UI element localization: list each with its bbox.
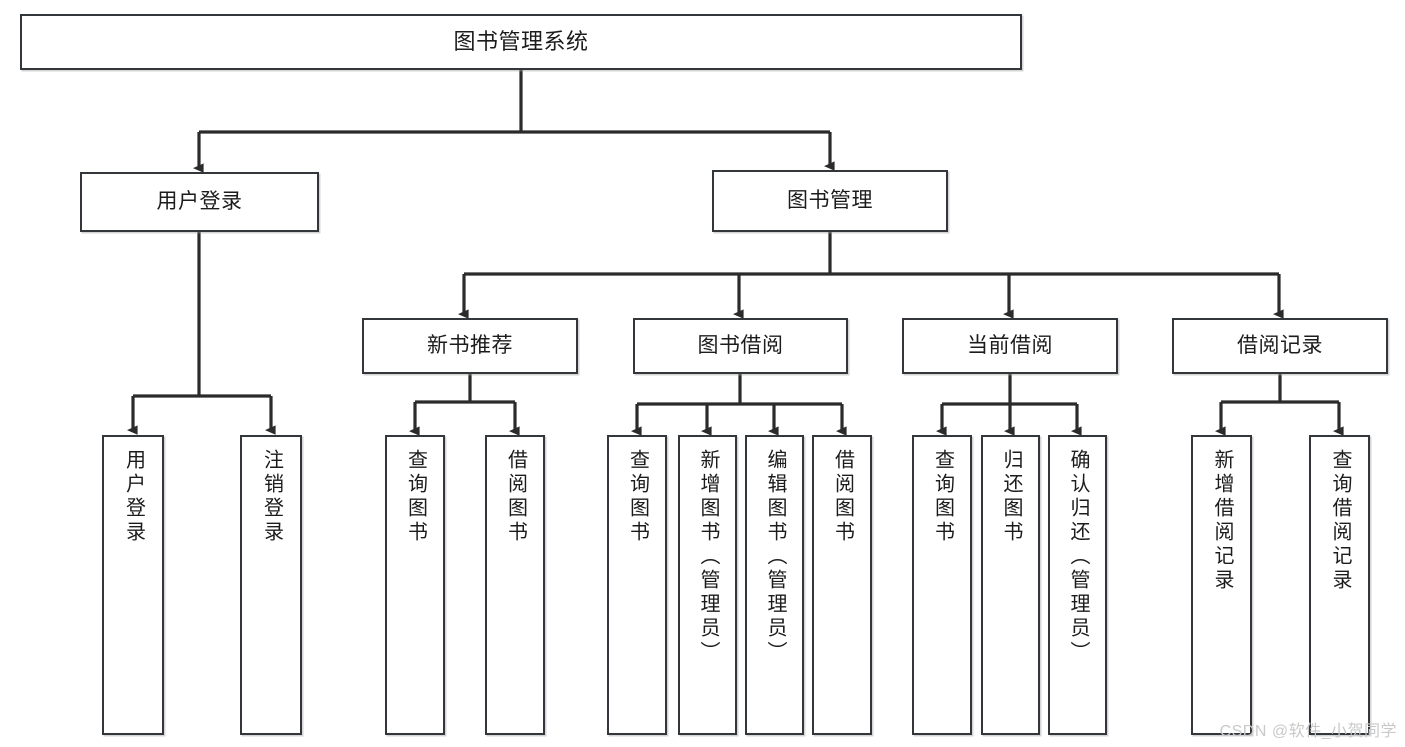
- node-label: 借阅记录: [1237, 333, 1323, 357]
- node-label: 注销登录: [260, 449, 283, 545]
- node-root-system[interactable]: 图书管理系统: [20, 14, 1022, 70]
- node-label: 借阅图书: [504, 449, 527, 545]
- node-label: 归还图书: [1000, 449, 1022, 545]
- node-label: 新书推荐: [427, 333, 513, 357]
- leaf-user-login[interactable]: 用户登录: [102, 435, 164, 735]
- node-borrow-record[interactable]: 借阅记录: [1172, 318, 1388, 374]
- leaf-confirm-return-admin[interactable]: 确认归还（管理员）: [1048, 435, 1107, 735]
- node-book-borrow[interactable]: 图书借阅: [633, 318, 848, 374]
- node-book-manage[interactable]: 图书管理: [712, 170, 948, 232]
- node-current-borrow[interactable]: 当前借阅: [902, 318, 1118, 374]
- node-user-login[interactable]: 用户登录: [80, 172, 319, 232]
- leaf-edit-book-admin[interactable]: 编辑图书（管理员）: [745, 435, 804, 735]
- node-label: 查询借阅记录: [1329, 449, 1351, 593]
- node-label: 用户登录: [122, 449, 145, 545]
- node-label: 编辑图书（管理员）: [764, 449, 786, 665]
- leaf-query-book-new[interactable]: 查询图书: [385, 435, 445, 735]
- leaf-add-borrow-record[interactable]: 新增借阅记录: [1191, 435, 1252, 735]
- node-label: 图书管理系统: [453, 29, 589, 55]
- node-label: 借阅图书: [831, 449, 854, 545]
- node-label: 查询图书: [931, 449, 954, 545]
- leaf-add-book-admin[interactable]: 新增图书（管理员）: [678, 435, 737, 735]
- node-label: 新增图书（管理员）: [697, 449, 719, 665]
- node-label: 图书借阅: [697, 333, 784, 357]
- leaf-borrow-book-new[interactable]: 借阅图书: [485, 435, 545, 735]
- node-new-book-recommend[interactable]: 新书推荐: [362, 318, 578, 374]
- node-label: 确认归还（管理员）: [1067, 449, 1089, 665]
- leaf-query-book-borrow[interactable]: 查询图书: [607, 435, 667, 735]
- leaf-return-book[interactable]: 归还图书: [981, 435, 1040, 735]
- node-label: 查询图书: [626, 449, 649, 545]
- leaf-borrow-book[interactable]: 借阅图书: [812, 435, 872, 735]
- node-label: 图书管理: [787, 188, 873, 212]
- node-label: 查询图书: [404, 449, 427, 545]
- leaf-logout-login[interactable]: 注销登录: [240, 435, 302, 735]
- node-label: 用户登录: [156, 189, 243, 213]
- csdn-watermark: CSDN @软件_小贺同学: [1219, 723, 1397, 740]
- leaf-query-borrow-record[interactable]: 查询借阅记录: [1309, 435, 1370, 735]
- node-label: 新增借阅记录: [1211, 449, 1233, 593]
- node-label: 当前借阅: [967, 333, 1053, 357]
- leaf-query-book-current[interactable]: 查询图书: [912, 435, 972, 735]
